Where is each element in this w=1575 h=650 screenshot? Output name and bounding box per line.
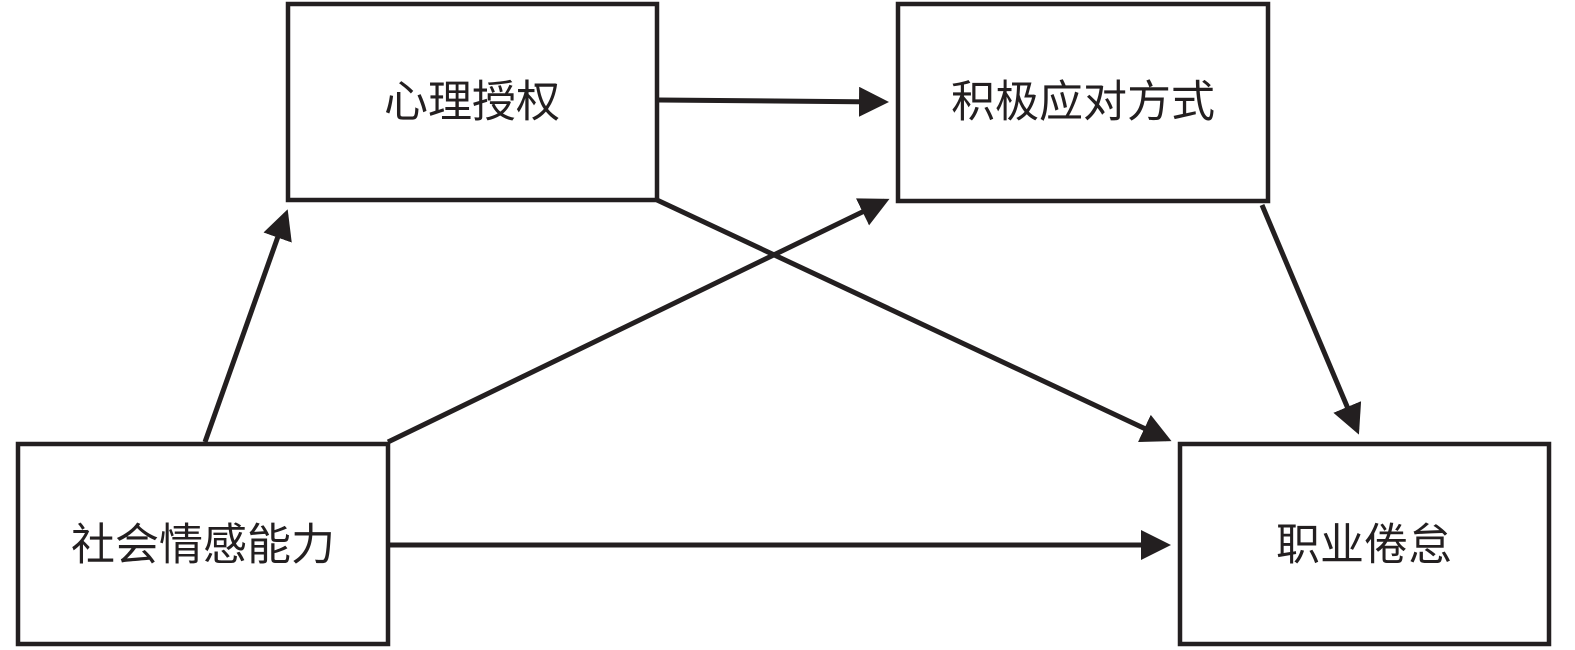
- node-burnout-label: 职业倦怠: [1276, 520, 1452, 571]
- node-burnout: 职业倦怠: [1177, 441, 1552, 647]
- node-sel-label: 社会情感能力: [71, 520, 335, 571]
- node-empowerment: 心理授权: [285, 1, 660, 203]
- edge-sel-to-coping: [386, 198, 890, 445]
- edge-sel-to-empowerment: [202, 209, 292, 443]
- node-empowerment-label: 心理授权: [384, 77, 560, 128]
- edge-empowerment-to-burnout: [655, 197, 1172, 442]
- edge-coping-to-burnout: [1259, 204, 1362, 435]
- node-coping-label: 积极应对方式: [951, 77, 1215, 128]
- edge-empowerment-to-coping: [658, 86, 889, 117]
- node-sel: 社会情感能力: [15, 441, 391, 647]
- node-coping: 积极应对方式: [895, 1, 1271, 204]
